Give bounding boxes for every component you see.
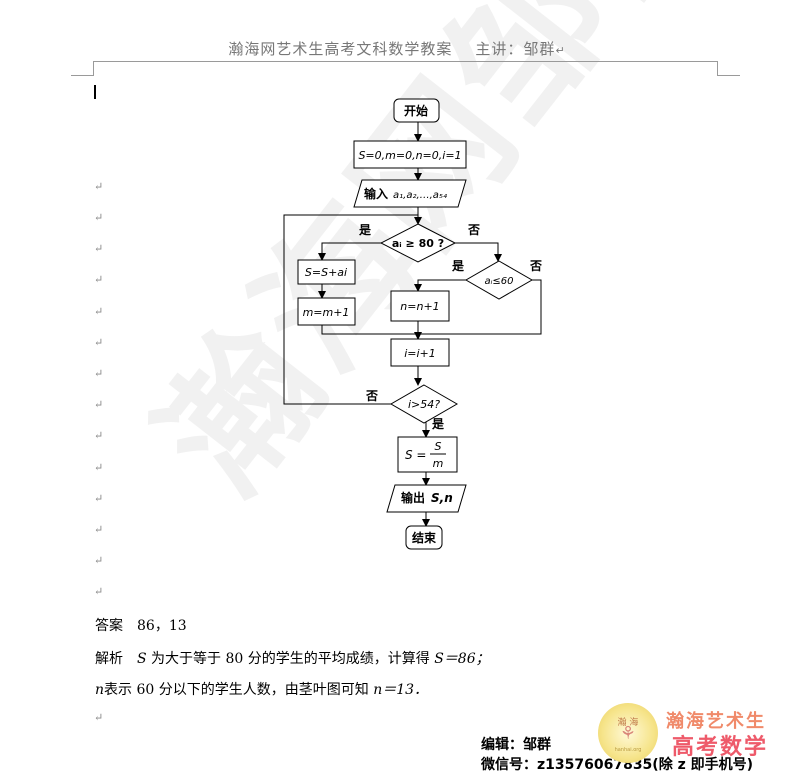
flow-output-label: 输出 [401,490,425,505]
flow-i-update-label: i=i+1 [404,347,436,360]
flow-s-final-den: m [433,457,444,470]
flow-cond2-node: aᵢ≤60 [464,260,534,300]
paragraph-mark: ↵ [94,242,104,255]
flow-m-update-label: m=m+1 [303,306,350,319]
analysis-line-2: n表示 60 分以下的学生人数，由茎叶图可知 n＝13． [95,679,428,699]
flow-i-update-node: i=i+1 [390,338,450,367]
header-rule [93,61,717,62]
flow-cond1-yes: 是 [358,223,372,237]
header-title: 瀚海网艺术生高考文科数学教案 [228,40,453,58]
analysis-text-2: 表示 60 分以下的学生人数，由茎叶图可知 [104,682,369,698]
paragraph-mark: ↵ [94,461,104,474]
flow-m-update-node: m=m+1 [297,297,356,326]
footer-editor: 编辑：邹群 [481,737,551,753]
flow-input-vars: a₁,a₂,…,a₅₄ [393,190,447,201]
paragraph-mark: ↵ [94,429,104,442]
flow-s-final-num: S [435,440,442,453]
answer-value: 86，13 [137,618,187,634]
header-lecturer: 主讲：邹群 [475,40,556,58]
answer-line: 答案 86，13 [95,615,187,635]
text-cursor[interactable] [94,85,96,99]
analysis-var-n: n [95,682,105,698]
flow-cond2-no: 否 [529,259,542,273]
flow-input-node: 输入 a₁,a₂,…,a₅₄ [353,179,467,208]
flow-cond2-yes: 是 [451,259,465,273]
paragraph-mark: ↵ [94,273,104,286]
brand-logo-circle: 瀚 海 ⚘ hanhai.org [598,703,658,763]
flow-init-label: S=0,m=0,n=0,i=1 [358,149,461,162]
flow-cond3-label: i>54? [408,398,440,411]
flow-cond1-no: 否 [467,223,480,237]
answer-label: 答案 [95,618,123,634]
flow-s-final-lhs: S = [405,448,427,462]
flow-cond1-node: aᵢ ≥ 80 ? [379,223,457,263]
paragraph-mark: ↵ [94,211,104,224]
flow-input-label: 输入 [364,186,388,201]
analysis-eq-2: n＝13． [373,682,429,698]
flow-cond3-no: 否 [365,389,378,403]
analysis-label: 解析 [95,651,123,667]
analysis-line-1: 解析 S 为大于等于 80 分的学生的平均成绩，计算得 S＝86； [95,648,490,668]
analysis-text-1: 为大于等于 80 分的学生的平均成绩，计算得 [151,651,430,667]
header-mark: ↵ [555,44,566,57]
flow-n-update-label: n=n+1 [400,300,439,313]
paragraph-mark: ↵ [94,554,104,567]
flow-end-node: 结束 [405,525,443,550]
flow-output-vars: S,n [431,491,453,505]
brand-logo-line1: 瀚海艺术生 [666,711,766,732]
analysis-var-s: S [137,651,147,667]
lotus-icon: ⚘ [619,723,637,744]
flow-end-label: 结束 [412,530,437,545]
page-header: 瀚海网艺术生高考文科数学教案 主讲：邹群↵ [0,38,794,59]
flow-cond3-yes: 是 [431,417,445,431]
paragraph-mark: ↵ [94,523,104,536]
flow-init-node: S=0,m=0,n=0,i=1 [353,140,467,169]
flow-cond2-label: aᵢ≤60 [484,276,513,287]
flow-output-node: 输出 S,n [386,484,467,513]
crop-mark-right [717,61,740,76]
flow-cond3-node: i>54? [389,384,459,424]
crop-mark-left [71,61,94,76]
flow-cond1-label: aᵢ ≥ 80 ? [392,237,444,250]
paragraph-mark: ↵ [94,305,104,318]
paragraph-mark: ↵ [94,180,104,193]
paragraph-mark: ↵ [94,711,104,724]
flow-s-update-label: S=S+ai [305,266,347,279]
flow-connectors [283,122,542,527]
logo-circle-top: 瀚 海 [617,718,639,728]
paragraph-mark: ↵ [94,492,104,505]
flow-s-final-node: S = S m [397,436,458,473]
flow-start-label: 开始 [404,103,428,118]
paragraph-mark: ↵ [94,336,104,349]
logo-circle-site: hanhai.org [614,747,642,753]
brand-logo-line2: 高考数学 [672,735,769,760]
paragraph-mark: ↵ [94,398,104,411]
flow-n-update-node: n=n+1 [390,290,450,322]
paragraph-mark: ↵ [94,585,104,598]
flow-start-node: 开始 [393,98,440,123]
paragraph-mark: ↵ [94,367,104,380]
flow-s-update-node: S=S+ai [297,259,356,285]
analysis-eq-1: S＝86； [434,651,490,667]
